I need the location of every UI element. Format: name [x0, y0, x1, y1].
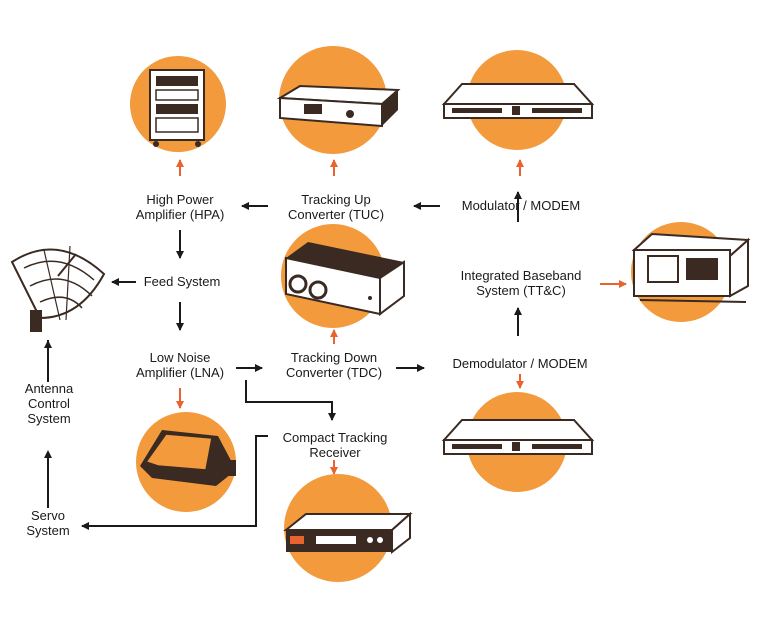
acs-label-line1: Antenna — [24, 381, 74, 396]
demodulator-label-line1: Demodulator / MODEM — [452, 356, 588, 371]
receiver-rack-icon — [283, 511, 413, 555]
servo-label-line2: System — [26, 523, 70, 538]
modulator-label-line1: Modulator / MODEM — [461, 198, 581, 213]
tuc-label-line1: Tracking Up — [301, 192, 371, 207]
feed-label: Feed System — [134, 274, 230, 289]
acs-label-line3: System — [27, 411, 71, 426]
tuc-device-icon — [276, 84, 401, 128]
hpa-label-line1: High Power — [146, 192, 214, 207]
satellite-dish-icon — [10, 245, 106, 332]
acs-label: Antenna Control System — [14, 381, 84, 426]
hpa-label: High Power Amplifier (HPA) — [122, 192, 238, 222]
modem-rack-icon — [441, 83, 595, 119]
hpa-label-line2: Amplifier (HPA) — [135, 207, 225, 222]
baseband-label-line1: Integrated Baseband — [460, 268, 582, 283]
tdc-device-icon — [285, 242, 405, 316]
servo-label: Servo System — [18, 508, 78, 538]
servo-label-line1: Servo — [31, 508, 65, 523]
modulator-label: Modulator / MODEM — [446, 198, 596, 213]
tuc-label: Tracking Up Converter (TUC) — [278, 192, 394, 222]
tdc-label: Tracking Down Converter (TDC) — [274, 350, 394, 380]
hpa-rack-icon — [149, 69, 205, 147]
baseband-label: Integrated Baseband System (TT&C) — [446, 268, 596, 298]
demodulator-label: Demodulator / MODEM — [440, 356, 600, 371]
baseband-label-line2: System (TT&C) — [476, 283, 566, 298]
ctr-label-line2: Receiver — [309, 445, 361, 460]
acs-label-line2: Control — [28, 396, 70, 411]
tuc-label-line2: Converter (TUC) — [287, 207, 385, 222]
lna-label-line2: Amplifier (LNA) — [135, 365, 225, 380]
demod-rack-icon — [441, 419, 595, 455]
ctr-label: Compact Tracking Receiver — [270, 430, 400, 460]
ctr-label-line1: Compact Tracking — [282, 430, 388, 445]
lna-device-icon — [140, 430, 236, 486]
black-arrows — [44, 191, 522, 530]
tdc-label-line2: Converter (TDC) — [285, 365, 383, 380]
baseband-rack-icon — [631, 232, 751, 303]
lna-label-line1: Low Noise — [149, 350, 211, 365]
lna-label: Low Noise Amplifier (LNA) — [126, 350, 234, 380]
orange-arrows — [176, 159, 627, 475]
feed-label-line1: Feed System — [143, 274, 221, 289]
tdc-label-line1: Tracking Down — [290, 350, 378, 365]
